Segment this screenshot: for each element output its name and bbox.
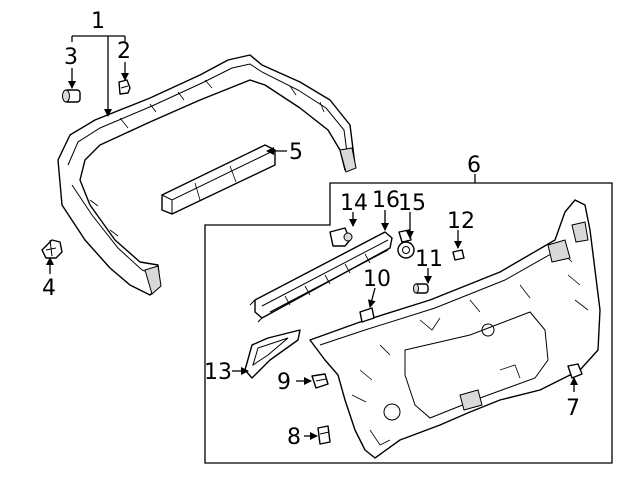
callout-12: 12 [447,209,475,234]
callout-14: 14 [340,191,368,216]
callout-10: 10 [363,267,391,292]
callout-1: 1 [91,9,105,34]
callout-9: 9 [277,370,291,395]
bumper-stop-part [62,89,81,103]
clip-part-7 [567,363,583,379]
leader-lines [46,35,578,440]
assembly-box-6 [204,182,613,464]
callout-3: 3 [64,45,78,70]
upper-window-trim-part [57,54,357,296]
callout-16: 16 [372,188,400,213]
callout-2: 2 [117,39,131,64]
callout-13: 13 [204,360,232,385]
callout-5: 5 [289,140,303,165]
clip-part-12 [452,249,465,261]
clip-part-14 [329,227,353,247]
callout-4: 4 [42,276,56,301]
handle-strip-part-16 [249,231,393,323]
callout-15: 15 [398,191,426,216]
callout-8: 8 [287,425,301,450]
callout-11: 11 [415,247,443,272]
lower-trim-panel-part-6 [309,199,601,459]
clip-part-8 [317,425,331,445]
triangle-trim-part-13 [244,329,301,379]
clip-part-9 [311,373,329,389]
pin-part-11 [413,283,429,294]
clip-part-10 [359,307,375,323]
callout-7: 7 [566,396,580,421]
clip-part-2 [118,79,131,95]
grommet-part-15 [397,229,415,259]
callout-6: 6 [467,153,481,178]
bracket-clip-part-4 [41,239,63,259]
trim-strip-part-5 [161,144,276,215]
